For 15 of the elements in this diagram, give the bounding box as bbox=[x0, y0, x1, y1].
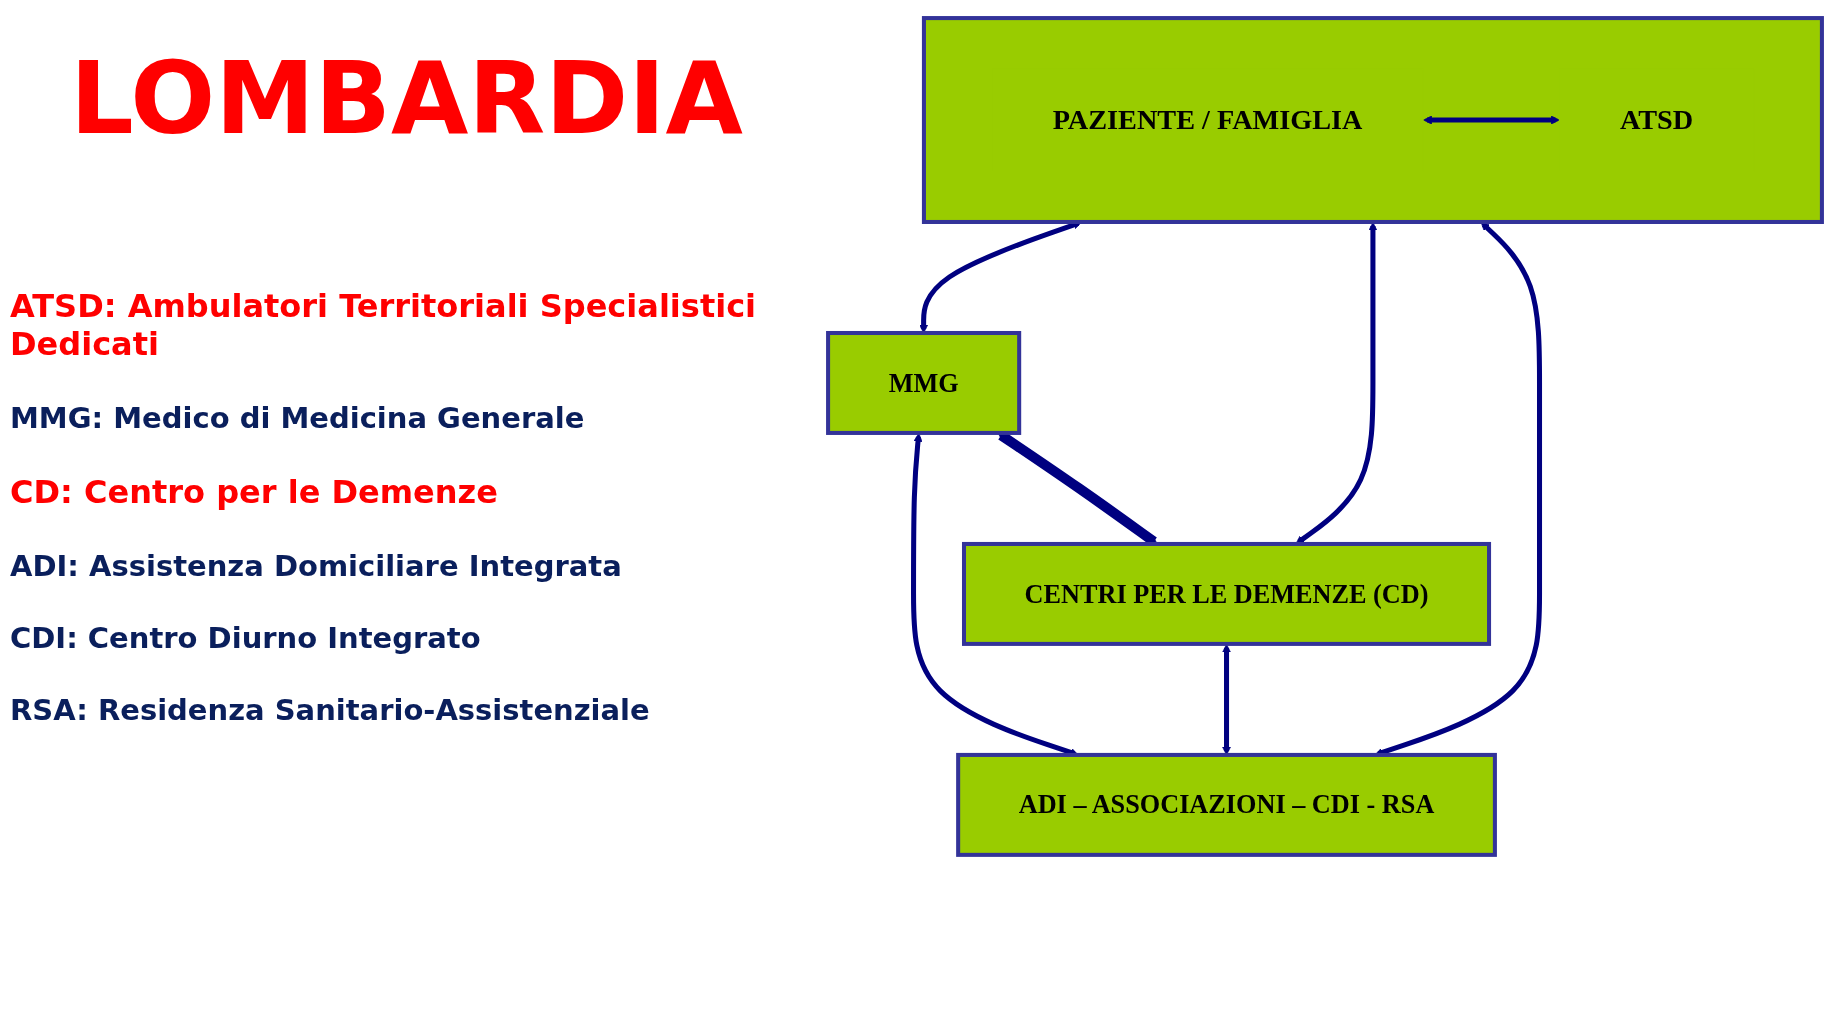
glossary-note: MMG: Medico di Medicina Generale bbox=[10, 401, 585, 435]
cluster bbox=[921, 16, 1824, 224]
title: LOMBARDIA bbox=[70, 40, 743, 157]
arrow bbox=[1295, 221, 1378, 545]
glossary-note: ATSD: Ambulatori Territoriali Specialistici Dedicati bbox=[10, 287, 758, 363]
glossary-note: ADI: Assistenza Domiciliare Integrata bbox=[10, 549, 622, 583]
node-text: PAZIENTE / FAMIGLIA bbox=[1052, 103, 1363, 136]
node-box: MMG bbox=[826, 331, 1022, 435]
node-box: CENTRI PER LE DEMENZE (CD) bbox=[962, 541, 1492, 646]
node-text: ATSD bbox=[1619, 103, 1694, 136]
glossary-note: RSA: Residenza Sanitario-Assistenziale bbox=[10, 693, 650, 727]
glossary-note: CDI: Centro Diurno Integrato bbox=[10, 621, 481, 655]
node-box: ADI – ASSOCIAZIONI – CDI - RSA bbox=[956, 752, 1497, 857]
glossary-note: CD: Centro per le Demenze bbox=[10, 473, 498, 511]
arrow bbox=[1423, 115, 1560, 125]
